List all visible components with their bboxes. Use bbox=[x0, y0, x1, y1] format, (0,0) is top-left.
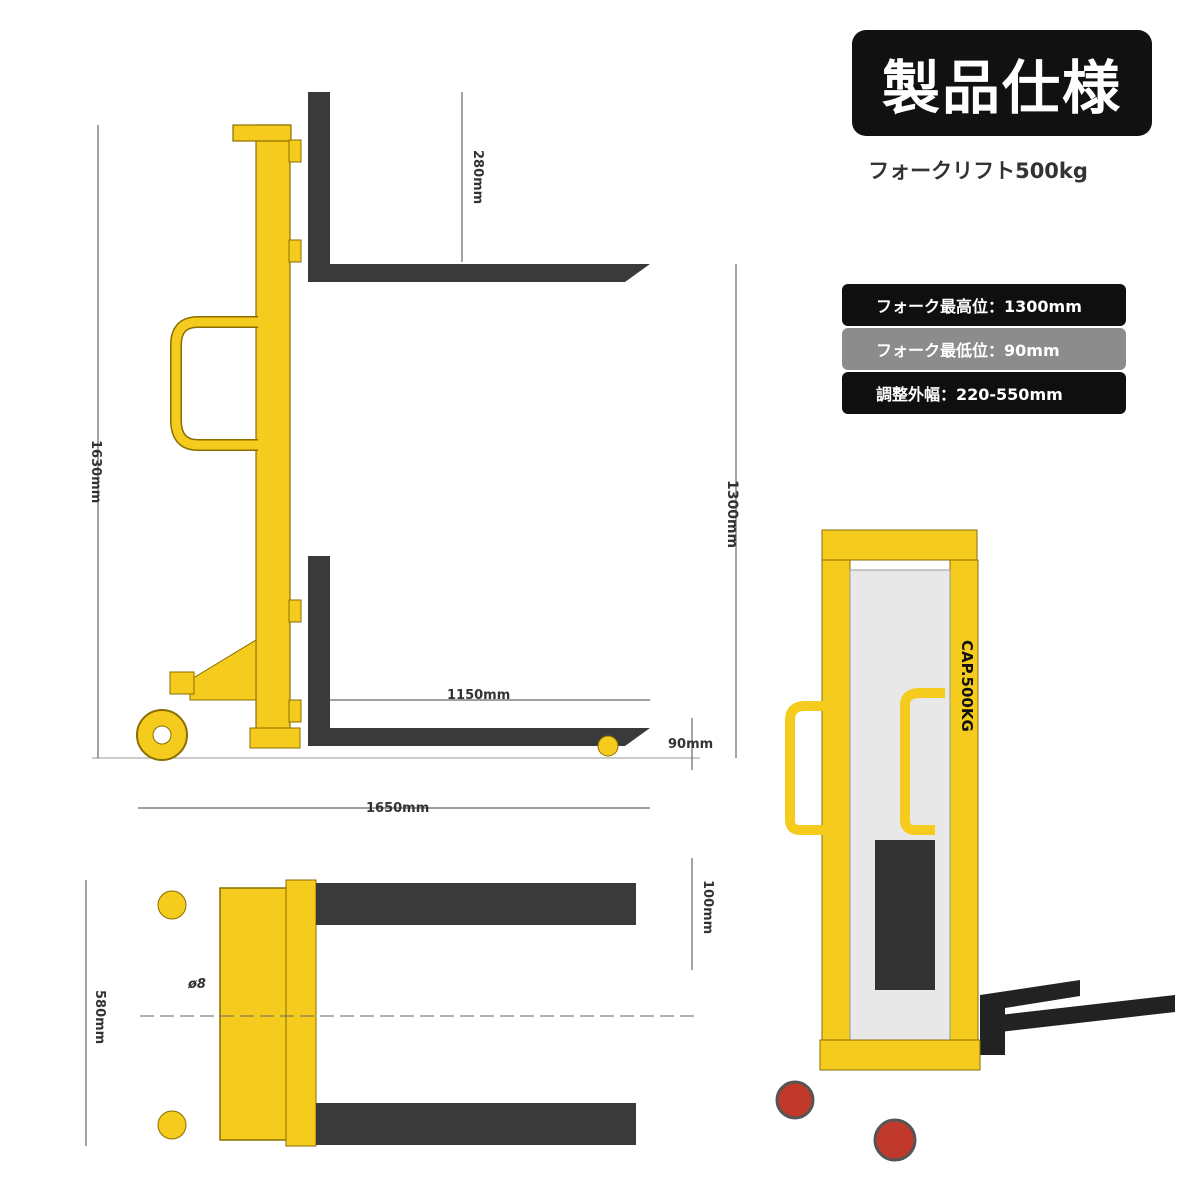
front-wheel-icon bbox=[597, 735, 619, 757]
top-fork-2 bbox=[316, 1103, 636, 1145]
rear-wheel-hub bbox=[152, 725, 172, 745]
leg-brace bbox=[189, 639, 257, 701]
mast-bracket-top bbox=[288, 139, 302, 163]
photo-carriage bbox=[980, 995, 1005, 1055]
dim-total-height: 1630mm bbox=[88, 440, 103, 503]
spec-min-height: フォーク最低位：90mm bbox=[842, 328, 1126, 370]
spec-max-height: フォーク最高位：1300mm bbox=[842, 284, 1126, 326]
upper-fork-back bbox=[308, 92, 330, 272]
photo-pump bbox=[875, 840, 935, 990]
caster-mount bbox=[169, 671, 195, 695]
base-plate bbox=[249, 727, 301, 749]
dim-min-fork: 90mm bbox=[668, 737, 713, 752]
dim-fork-width: 100mm bbox=[700, 880, 715, 934]
dim-outer-width: 580mm bbox=[92, 990, 107, 1044]
mast-top bbox=[232, 124, 292, 142]
handle bbox=[171, 317, 258, 450]
photo-handle-right bbox=[900, 688, 945, 835]
subtitle: フォークリフト500kg bbox=[868, 159, 1088, 183]
photo-mast-left bbox=[821, 559, 851, 1061]
mast-bracket-low bbox=[288, 599, 302, 623]
photo-wheel-1-icon bbox=[775, 1080, 815, 1120]
page-title: 製品仕様 bbox=[852, 30, 1152, 136]
dim-fork-height: 280mm bbox=[470, 150, 485, 204]
lower-fork-back bbox=[308, 556, 330, 746]
dim-fork-length: 1150mm bbox=[447, 688, 510, 703]
photo-label: CAP.500KG bbox=[958, 640, 976, 732]
fork-carriage-top bbox=[285, 879, 317, 1147]
photo-handle-left bbox=[785, 701, 835, 835]
photo-mast-right bbox=[949, 559, 979, 1041]
spec-outer-width: 調整外幅：220-550mm bbox=[842, 372, 1126, 414]
top-caster-1-icon bbox=[157, 890, 187, 920]
photo-fork-2 bbox=[1000, 995, 1175, 1032]
handle-outline bbox=[170, 316, 258, 451]
photo-wheel-2-icon bbox=[873, 1118, 917, 1162]
photo-mast-top bbox=[821, 529, 978, 561]
mast bbox=[255, 124, 291, 746]
side-view: 1630mm 280mm 1300mm 1150mm 90mm 1650mm bbox=[88, 92, 740, 816]
top-fork-1 bbox=[316, 883, 636, 925]
product-photo: CAP.500KG bbox=[775, 529, 1175, 1162]
upper-fork-blade bbox=[308, 264, 650, 282]
mast-bracket-mid bbox=[288, 239, 302, 263]
top-view: 580mm 100mm ø8 bbox=[85, 858, 715, 1147]
photo-base bbox=[819, 1039, 981, 1071]
dim-max-lift: 1300mm bbox=[724, 480, 740, 548]
mast-bracket-bottom bbox=[288, 699, 302, 723]
dim-total-length: 1650mm bbox=[366, 801, 429, 816]
dim-hole: ø8 bbox=[187, 977, 206, 992]
top-caster-2-icon bbox=[157, 1110, 187, 1140]
lower-fork-blade bbox=[308, 728, 650, 746]
